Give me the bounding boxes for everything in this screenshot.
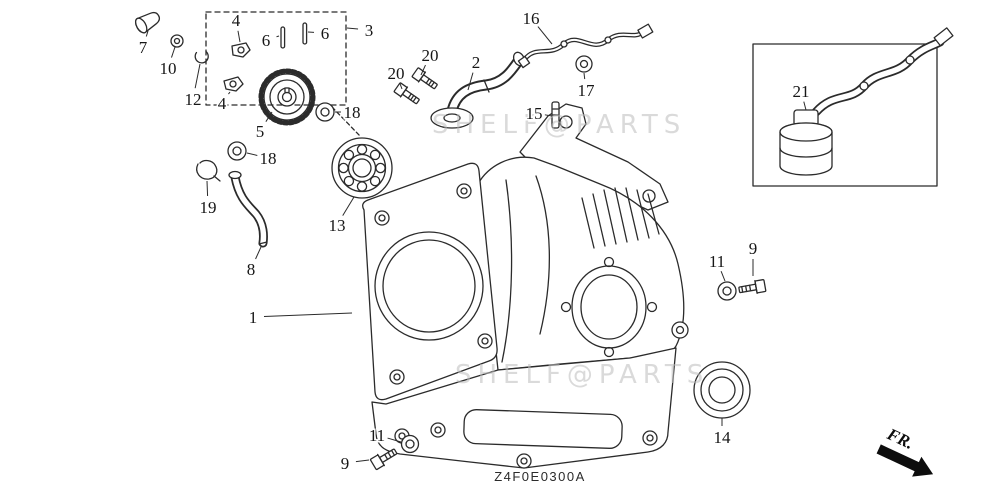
part-16-tube-assembly [517, 23, 654, 69]
callout-leader-20 [399, 83, 403, 90]
callout-number-6[interactable]: 6 [260, 30, 272, 52]
watermark-layer: SHELF@PARTS SHELF@PARTS [432, 110, 709, 390]
part-11-washer [400, 434, 420, 454]
callout-number-14[interactable]: 14 [712, 427, 733, 449]
callout-leader-12 [194, 63, 201, 89]
callout-number-3[interactable]: 3 [363, 20, 375, 42]
callout-number-18[interactable]: 18 [342, 102, 362, 124]
part-18-washer [315, 102, 335, 122]
part-7-cap [134, 11, 161, 34]
callout-leader-13 [342, 196, 355, 216]
part-17-grommet [575, 55, 593, 73]
callout-number-4[interactable]: 4 [230, 10, 242, 32]
callout-leader-11 [720, 271, 726, 282]
callout-number-20[interactable]: 20 [386, 63, 406, 85]
cooling-fins [581, 187, 660, 249]
part-4-holder [231, 42, 251, 58]
callout-leader-4 [228, 91, 231, 95]
watermark-text: SHELF@PARTS [455, 360, 709, 390]
callout-number-12[interactable]: 12 [183, 89, 203, 111]
part-10-washer [170, 34, 184, 48]
callout-leader-21 [803, 101, 807, 111]
part-6-pin [280, 22, 308, 49]
artwork-layer [134, 11, 954, 471]
watermark-text: SHELF@PARTS [432, 110, 686, 140]
callout-number-9[interactable]: 9 [747, 238, 759, 260]
callout-number-7[interactable]: 7 [137, 37, 149, 59]
callout-number-20[interactable]: 20 [420, 45, 440, 67]
part-18-washer [227, 141, 247, 161]
callout-leader-4 [237, 30, 241, 43]
callout-leader-10 [171, 46, 176, 58]
inset-box-oil-sensor [752, 43, 938, 187]
part-8-tube [228, 170, 268, 248]
callout-leader-7 [145, 30, 149, 37]
callout-leader-8 [255, 246, 262, 260]
part-4-holder [223, 76, 244, 92]
part-5-timing-gear [258, 68, 316, 126]
callout-leader-9 [355, 459, 370, 463]
callout-leader-20 [420, 64, 426, 76]
callout-number-13[interactable]: 13 [327, 215, 347, 237]
part-15-stud [551, 101, 560, 129]
callout-leader-2 [467, 72, 474, 91]
part-20-flange-bolt [411, 67, 438, 90]
callout-number-5[interactable]: 5 [254, 121, 266, 143]
callout-number-1[interactable]: 1 [247, 307, 259, 329]
callout-number-21[interactable]: 21 [791, 81, 811, 103]
callout-number-11[interactable]: 11 [367, 425, 386, 447]
part-2-breather-tube [430, 51, 526, 129]
part-13-ball-bearing [331, 137, 393, 199]
callout-number-11[interactable]: 11 [707, 251, 726, 273]
fr-direction-marker: FR. [876, 424, 934, 477]
part-9-flange-bolt [369, 448, 398, 471]
callout-leader-5 [265, 111, 273, 122]
callout-number-18[interactable]: 18 [258, 148, 278, 170]
callout-leader-1 [263, 312, 353, 318]
callout-leader-16 [537, 26, 553, 45]
part-19-clamp [196, 159, 221, 182]
part-20-flange-bolt [393, 82, 420, 105]
part-14-oil-seal [693, 361, 751, 419]
callout-leader-19 [206, 180, 209, 197]
callout-number-19[interactable]: 19 [198, 197, 218, 219]
callout-number-8[interactable]: 8 [245, 259, 257, 281]
callout-leader-6 [276, 35, 280, 38]
callout-number-16[interactable]: 16 [521, 8, 541, 30]
diagram-code: Z4F0E0300A [494, 469, 586, 484]
callout-leader-11 [387, 437, 402, 443]
callout-leader-15 [544, 114, 553, 117]
callout-number-4[interactable]: 4 [216, 93, 228, 115]
part-11-washer [717, 281, 737, 301]
callout-leader-3 [346, 27, 359, 30]
part-1-crankcase [362, 103, 689, 469]
callout-number-10[interactable]: 10 [158, 58, 178, 80]
part-12-clip [194, 50, 209, 64]
part-9-flange-bolt [738, 279, 767, 295]
callout-number-9[interactable]: 9 [339, 453, 351, 475]
callout-number-15[interactable]: 15 [524, 103, 544, 125]
callout-leader-18 [246, 152, 258, 156]
callout-number-17[interactable]: 17 [576, 80, 597, 102]
callout-number-2[interactable]: 2 [470, 52, 482, 74]
callout-leader-17 [583, 72, 586, 80]
part-21-oil-sensor-assembly [779, 27, 954, 176]
fr-arrow-icon [876, 444, 934, 477]
parts-group-box-3 [205, 11, 347, 106]
callout-number-6[interactable]: 6 [319, 23, 331, 45]
